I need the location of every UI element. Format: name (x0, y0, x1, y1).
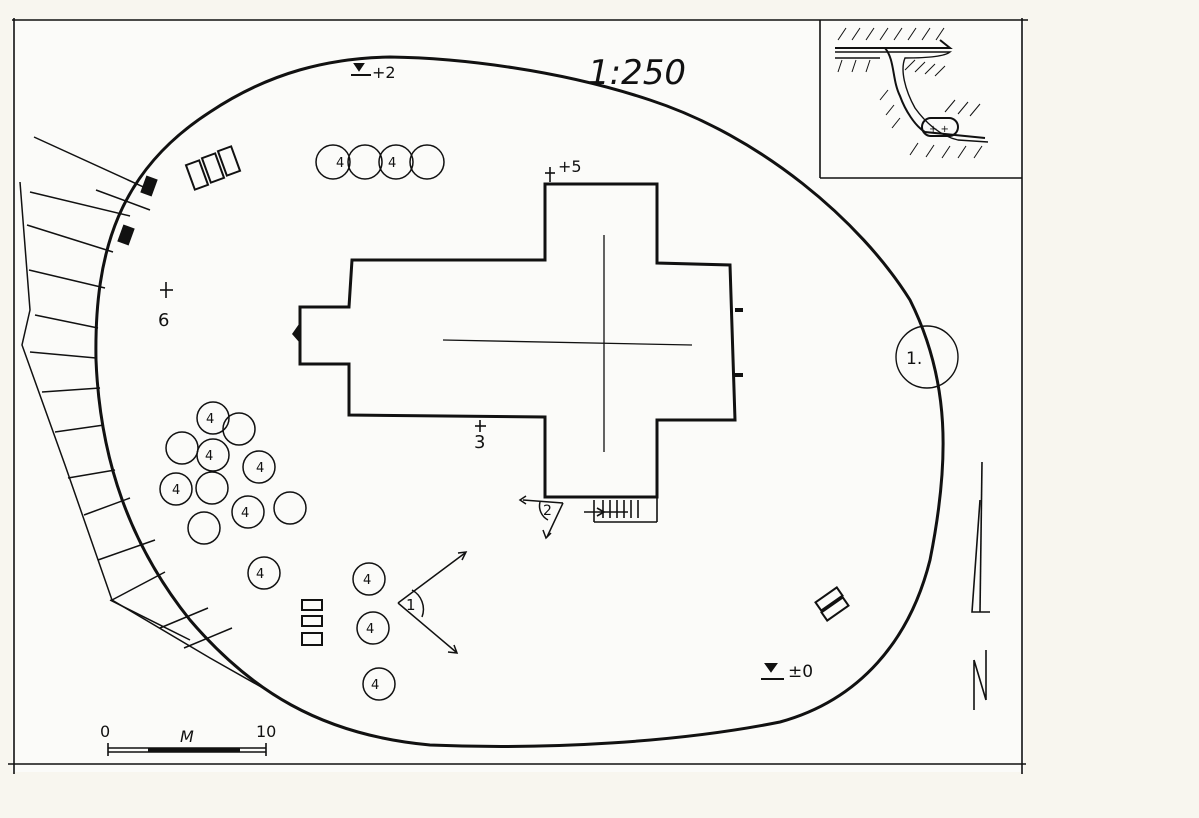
south-stairs (584, 497, 658, 523)
church-outline (298, 182, 737, 499)
tree-label: 4 (172, 483, 180, 498)
level-east-label: +5 (558, 157, 582, 176)
east-door-markers (735, 308, 743, 377)
viewpoint-1-arrows (397, 551, 468, 654)
scale-bar (107, 743, 267, 756)
tree-group-west (159, 401, 307, 590)
tree (356, 611, 390, 645)
inset-section-detail (819, 20, 1022, 179)
elevation-southeast-label: ±0 (788, 662, 813, 682)
level-west-label: 6 (158, 310, 169, 331)
tree (195, 471, 229, 505)
gate (117, 175, 158, 246)
bench-group-east (814, 586, 850, 622)
tree-label: 4 (363, 573, 371, 588)
scale-bar-unit: M (180, 727, 194, 746)
tree (347, 144, 383, 180)
tree (273, 491, 307, 525)
tree (315, 144, 351, 180)
tree-group-north (315, 144, 445, 180)
viewpoint-1-label: 1 (406, 596, 416, 614)
tree-label: 4 (366, 622, 374, 637)
tree (242, 450, 276, 484)
tree (231, 495, 265, 529)
tree (362, 667, 396, 701)
bench-group-south (301, 599, 323, 646)
tree (159, 472, 193, 506)
tree (222, 412, 256, 446)
elevation-marker-southeast (761, 663, 784, 680)
tree-label: 4 (371, 678, 379, 693)
church-axes (442, 235, 693, 452)
tree-label: 4 (206, 412, 214, 427)
viewpoint-2-label: 2 (543, 503, 552, 519)
scale-bar-end: 10 (256, 722, 276, 741)
level-cross-south (475, 420, 486, 432)
tree (187, 511, 221, 545)
elevation-marker-top (351, 63, 371, 76)
drawing-sheet (12, 20, 1024, 772)
site-boundary (94, 55, 945, 748)
tree (196, 438, 230, 472)
level-cross-west (160, 282, 173, 298)
inset-marker: + + (929, 124, 949, 135)
elevation-top-label: +2 (372, 63, 396, 82)
parking-area (19, 136, 271, 693)
tree (247, 556, 281, 590)
tree-group-south (352, 562, 396, 701)
tree (378, 144, 414, 180)
sheet-frame (8, 18, 1028, 774)
tree-label: 4 (256, 461, 264, 476)
tree-label: 4 (388, 156, 396, 171)
north-arrow (971, 461, 990, 710)
west-entrance-marker (292, 324, 299, 342)
bench-group-north (184, 145, 242, 191)
tree-label: 4 (256, 567, 264, 582)
viewpoint-circle-label: 1. (906, 349, 922, 369)
scale-bar-start: 0 (100, 722, 110, 741)
level-south-label: 3 (474, 432, 485, 453)
viewpoint-circle (895, 325, 959, 389)
tree-label: 4 (205, 449, 213, 464)
viewpoint-2-arrows (518, 495, 564, 540)
level-cross-east (545, 167, 555, 182)
tree (196, 401, 230, 435)
tree-label: 4 (241, 506, 249, 521)
tree (352, 562, 386, 596)
tree-label: 4 (336, 156, 344, 171)
tree (409, 144, 445, 180)
